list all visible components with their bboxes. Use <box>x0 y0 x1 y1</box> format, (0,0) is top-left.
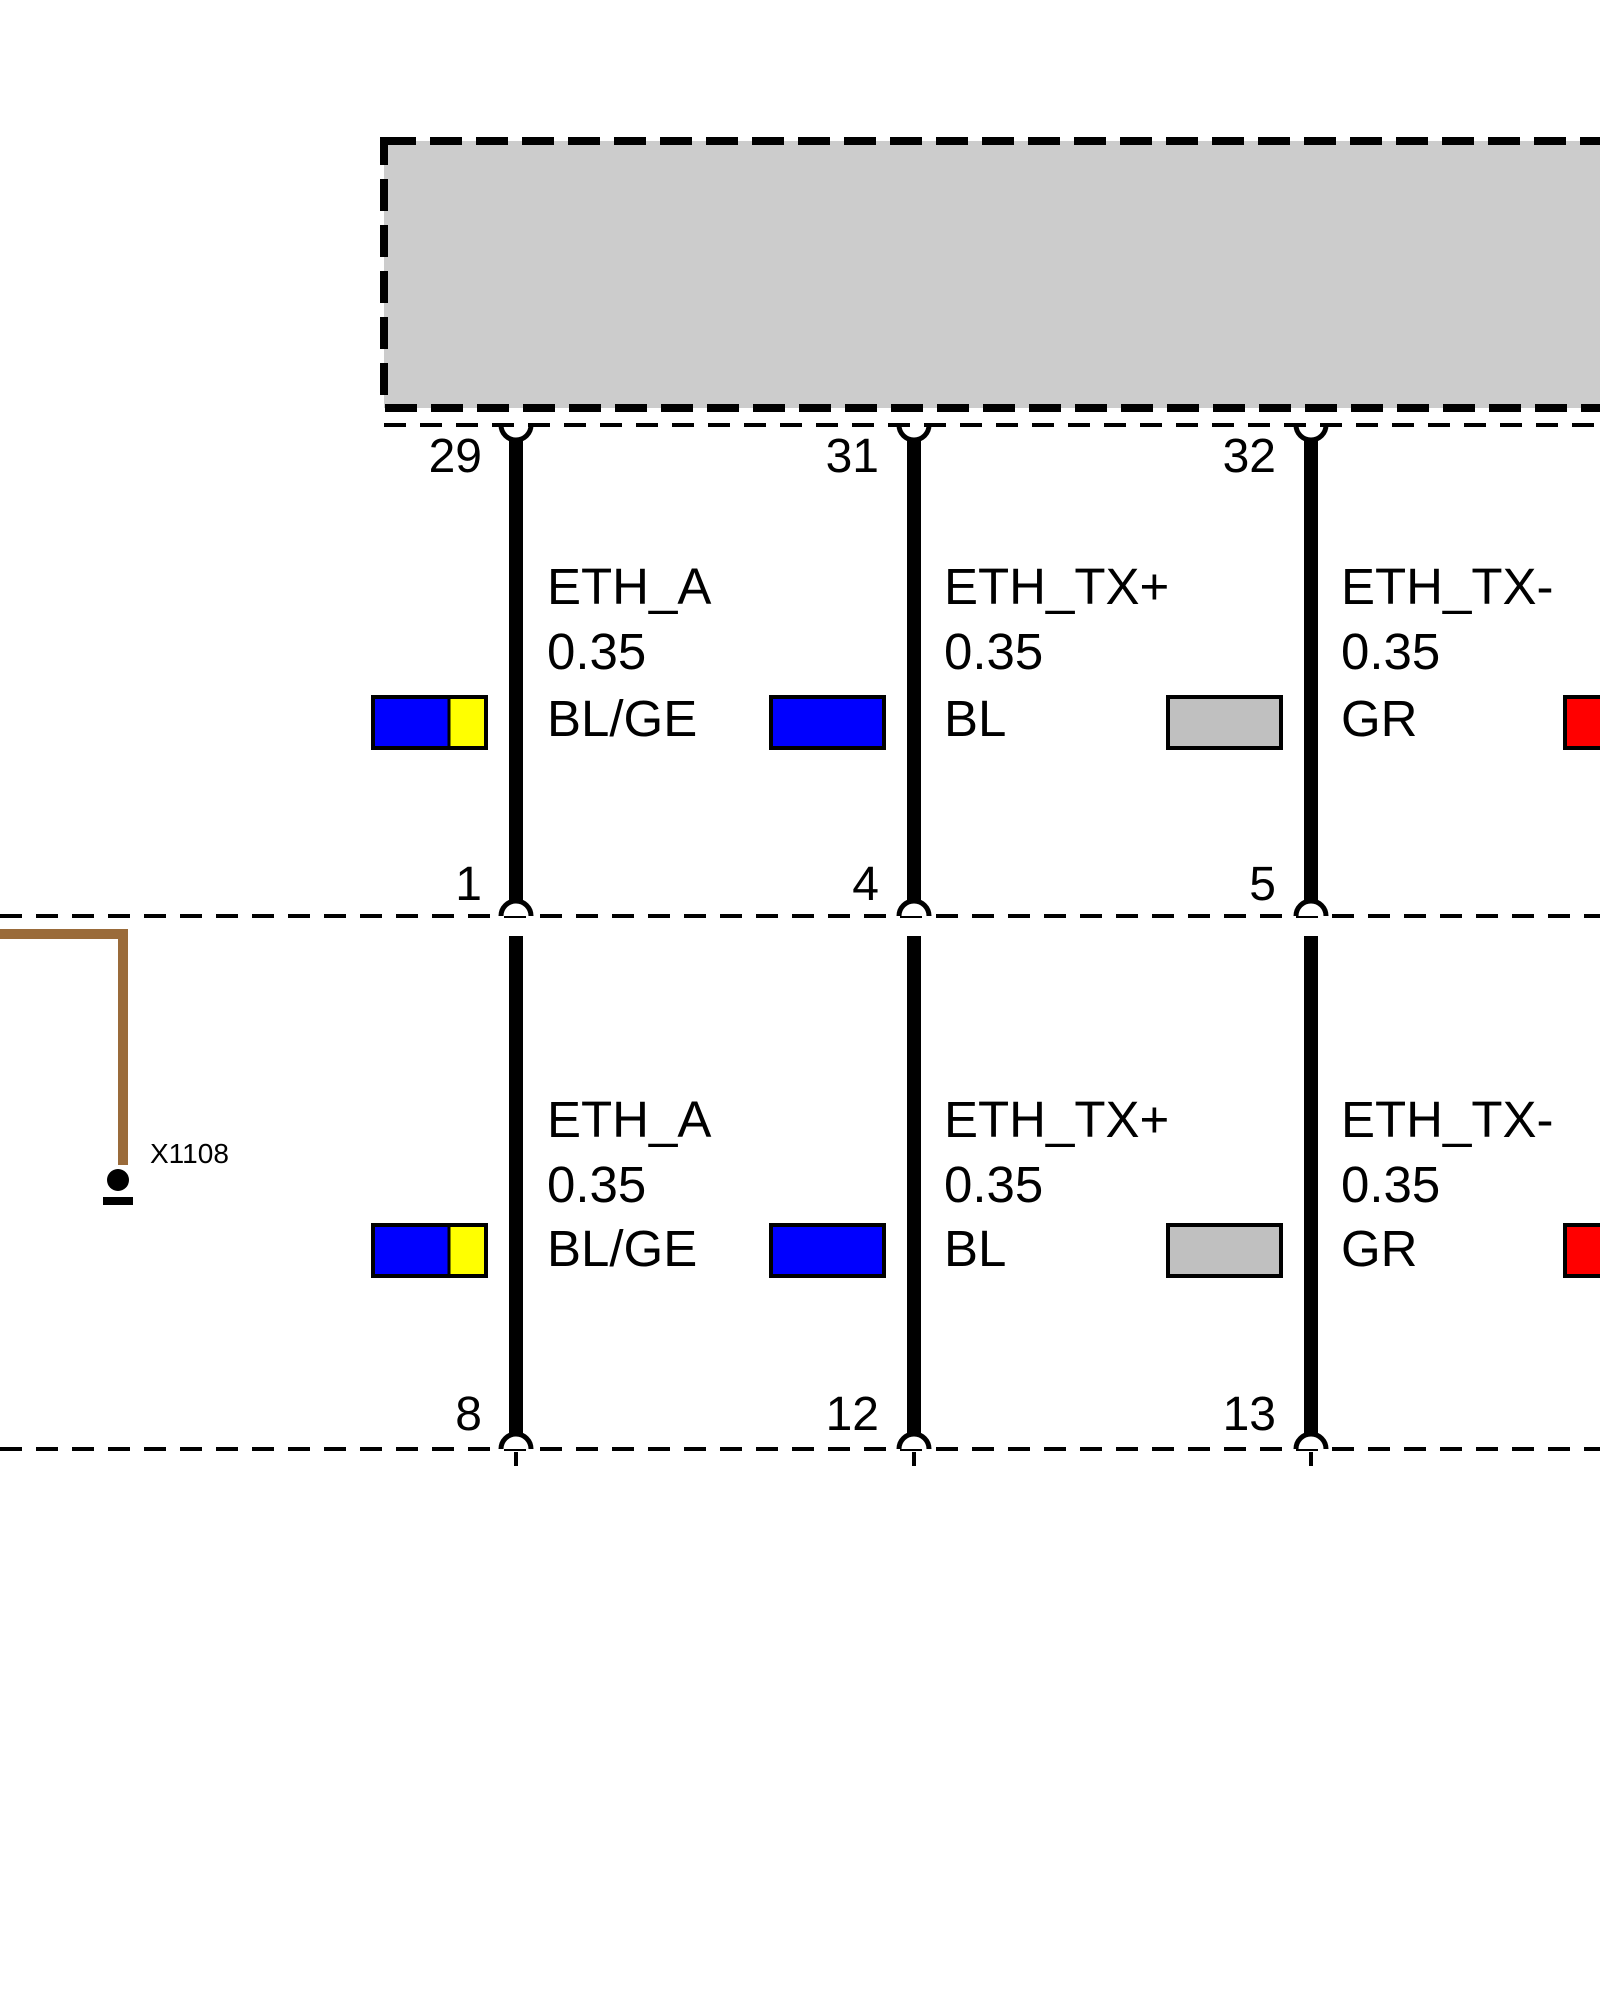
pin-number-connector-bottom: 8 <box>455 1388 482 1441</box>
wire-color-swatch-partial <box>1563 695 1600 750</box>
wire-color-code-label: BL/GE <box>547 1220 697 1277</box>
pin-number-connector-top: 5 <box>1249 858 1276 911</box>
wire-gauge-label: 0.35 <box>1341 1156 1440 1213</box>
wire-signal-label: ETH_A <box>547 1091 711 1148</box>
pin-number-module: 32 <box>1223 430 1276 483</box>
wire-color-swatch <box>769 695 886 750</box>
pin-terminal-icon <box>896 898 932 917</box>
ground-label: X1108 <box>150 1138 229 1169</box>
pin-number-module: 29 <box>429 430 482 483</box>
wire-color-swatch <box>371 1223 488 1278</box>
ground-point-icon <box>107 1169 129 1191</box>
pin-number-connector-bottom: 12 <box>826 1388 879 1441</box>
pin-terminal-icon <box>1293 1431 1329 1450</box>
wire-gauge-label: 0.35 <box>1341 623 1440 680</box>
pin-number-connector-top: 4 <box>852 858 879 911</box>
pin-terminal-icon <box>1293 898 1329 917</box>
pin-terminal-icon <box>896 1431 932 1450</box>
wire-gauge-label: 0.35 <box>547 1156 646 1213</box>
wire-column-eth-tx-plus: 31 4 12 ETH_TX+ 0.35 BL ETH_TX+ 0.35 BL <box>769 424 1169 1466</box>
wire-color-code-label: BL/GE <box>547 690 697 747</box>
wire-gauge-label: 0.35 <box>944 1156 1043 1213</box>
wire-gauge-label: 0.35 <box>547 623 646 680</box>
wire-signal-label: ETH_TX- <box>1341 558 1554 615</box>
pin-terminal-icon <box>896 424 932 443</box>
pin-number-connector-top: 1 <box>455 858 482 911</box>
pin-terminal-icon <box>1293 424 1329 443</box>
wire-column-eth-tx-minus: 32 5 13 ETH_TX- 0.35 GR ETH_TX- 0.35 GR <box>1166 424 1554 1466</box>
wire-signal-label: ETH_TX+ <box>944 1091 1169 1148</box>
wire-color-swatch <box>1166 1223 1283 1278</box>
wire-column-eth-a: 29 1 8 ETH_A 0.35 BL/GE ETH_A 0.35 BL/GE <box>371 424 711 1466</box>
wire-color-code-label: BL <box>944 690 1006 747</box>
pin-terminal-icon <box>498 424 534 443</box>
wire-color-swatch <box>371 695 488 750</box>
control-module-box <box>380 137 1600 412</box>
wire-gauge-label: 0.35 <box>944 623 1043 680</box>
wire-color-code-label: GR <box>1341 1220 1418 1277</box>
ground-wire <box>0 929 128 1165</box>
wire-color-code-label: GR <box>1341 690 1418 747</box>
pin-number-module: 31 <box>826 430 879 483</box>
wire-color-swatch-partial <box>1563 1223 1600 1278</box>
pin-terminal-icon <box>498 898 534 917</box>
wire-signal-label: ETH_TX+ <box>944 558 1169 615</box>
wire-color-swatch <box>769 1223 886 1278</box>
wire-signal-label: ETH_TX- <box>1341 1091 1554 1148</box>
pin-terminal-icon <box>498 1431 534 1450</box>
wire-signal-label: ETH_A <box>547 558 711 615</box>
wire-color-code-label: BL <box>944 1220 1006 1277</box>
wire-color-swatch <box>1166 695 1283 750</box>
pin-number-connector-bottom: 13 <box>1223 1388 1276 1441</box>
